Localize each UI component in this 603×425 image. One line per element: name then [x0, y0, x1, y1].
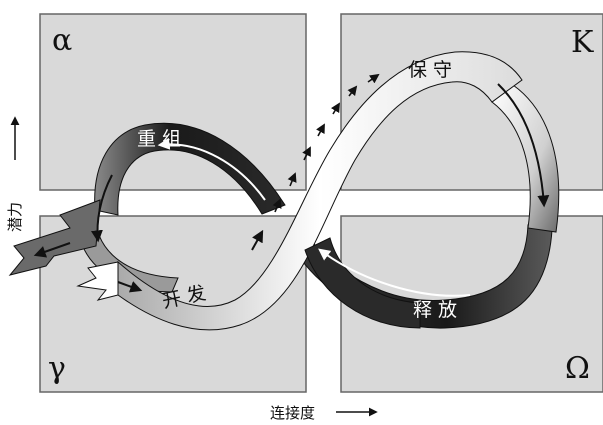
cycle-arrows	[33, 73, 550, 297]
arrow-rise-2	[272, 198, 282, 213]
panel-top-left	[39, 13, 307, 191]
x-axis-label: 连接度	[270, 404, 315, 422]
arrow-rise-5	[316, 123, 325, 137]
ribbon-exploitation	[117, 51, 523, 331]
ribbon-jagged-tail	[76, 261, 119, 301]
arrow-rise-8	[367, 73, 380, 84]
arrow-rise-7	[347, 85, 358, 97]
arrow-exploitation-start	[117, 281, 143, 293]
phase-label-release: 释放	[413, 299, 463, 321]
ribbon-left-broken-edge	[8, 199, 101, 276]
arrow-reorganization	[157, 137, 266, 201]
quadrant-label-k: K	[571, 25, 594, 60]
arrow-rise-3	[287, 172, 297, 187]
arrow-rise-1	[251, 229, 264, 251]
arrow-conservation	[497, 83, 550, 208]
arrow-reorganization-down	[90, 174, 113, 243]
quadrant-label-omega: Ω	[565, 351, 590, 386]
y-axis-label: 潜力	[6, 202, 24, 232]
quadrant-label-alpha: α	[52, 23, 72, 58]
arrow-release	[318, 248, 471, 297]
arrow-rise-6	[330, 102, 340, 115]
phase-label-reorganization: 重组	[137, 128, 187, 150]
quadrant-label-gamma: γ	[48, 351, 66, 386]
phase-label-conservation: 保守	[408, 59, 458, 81]
arrow-rise-4	[302, 146, 311, 161]
arrow-exit-left	[33, 242, 71, 258]
